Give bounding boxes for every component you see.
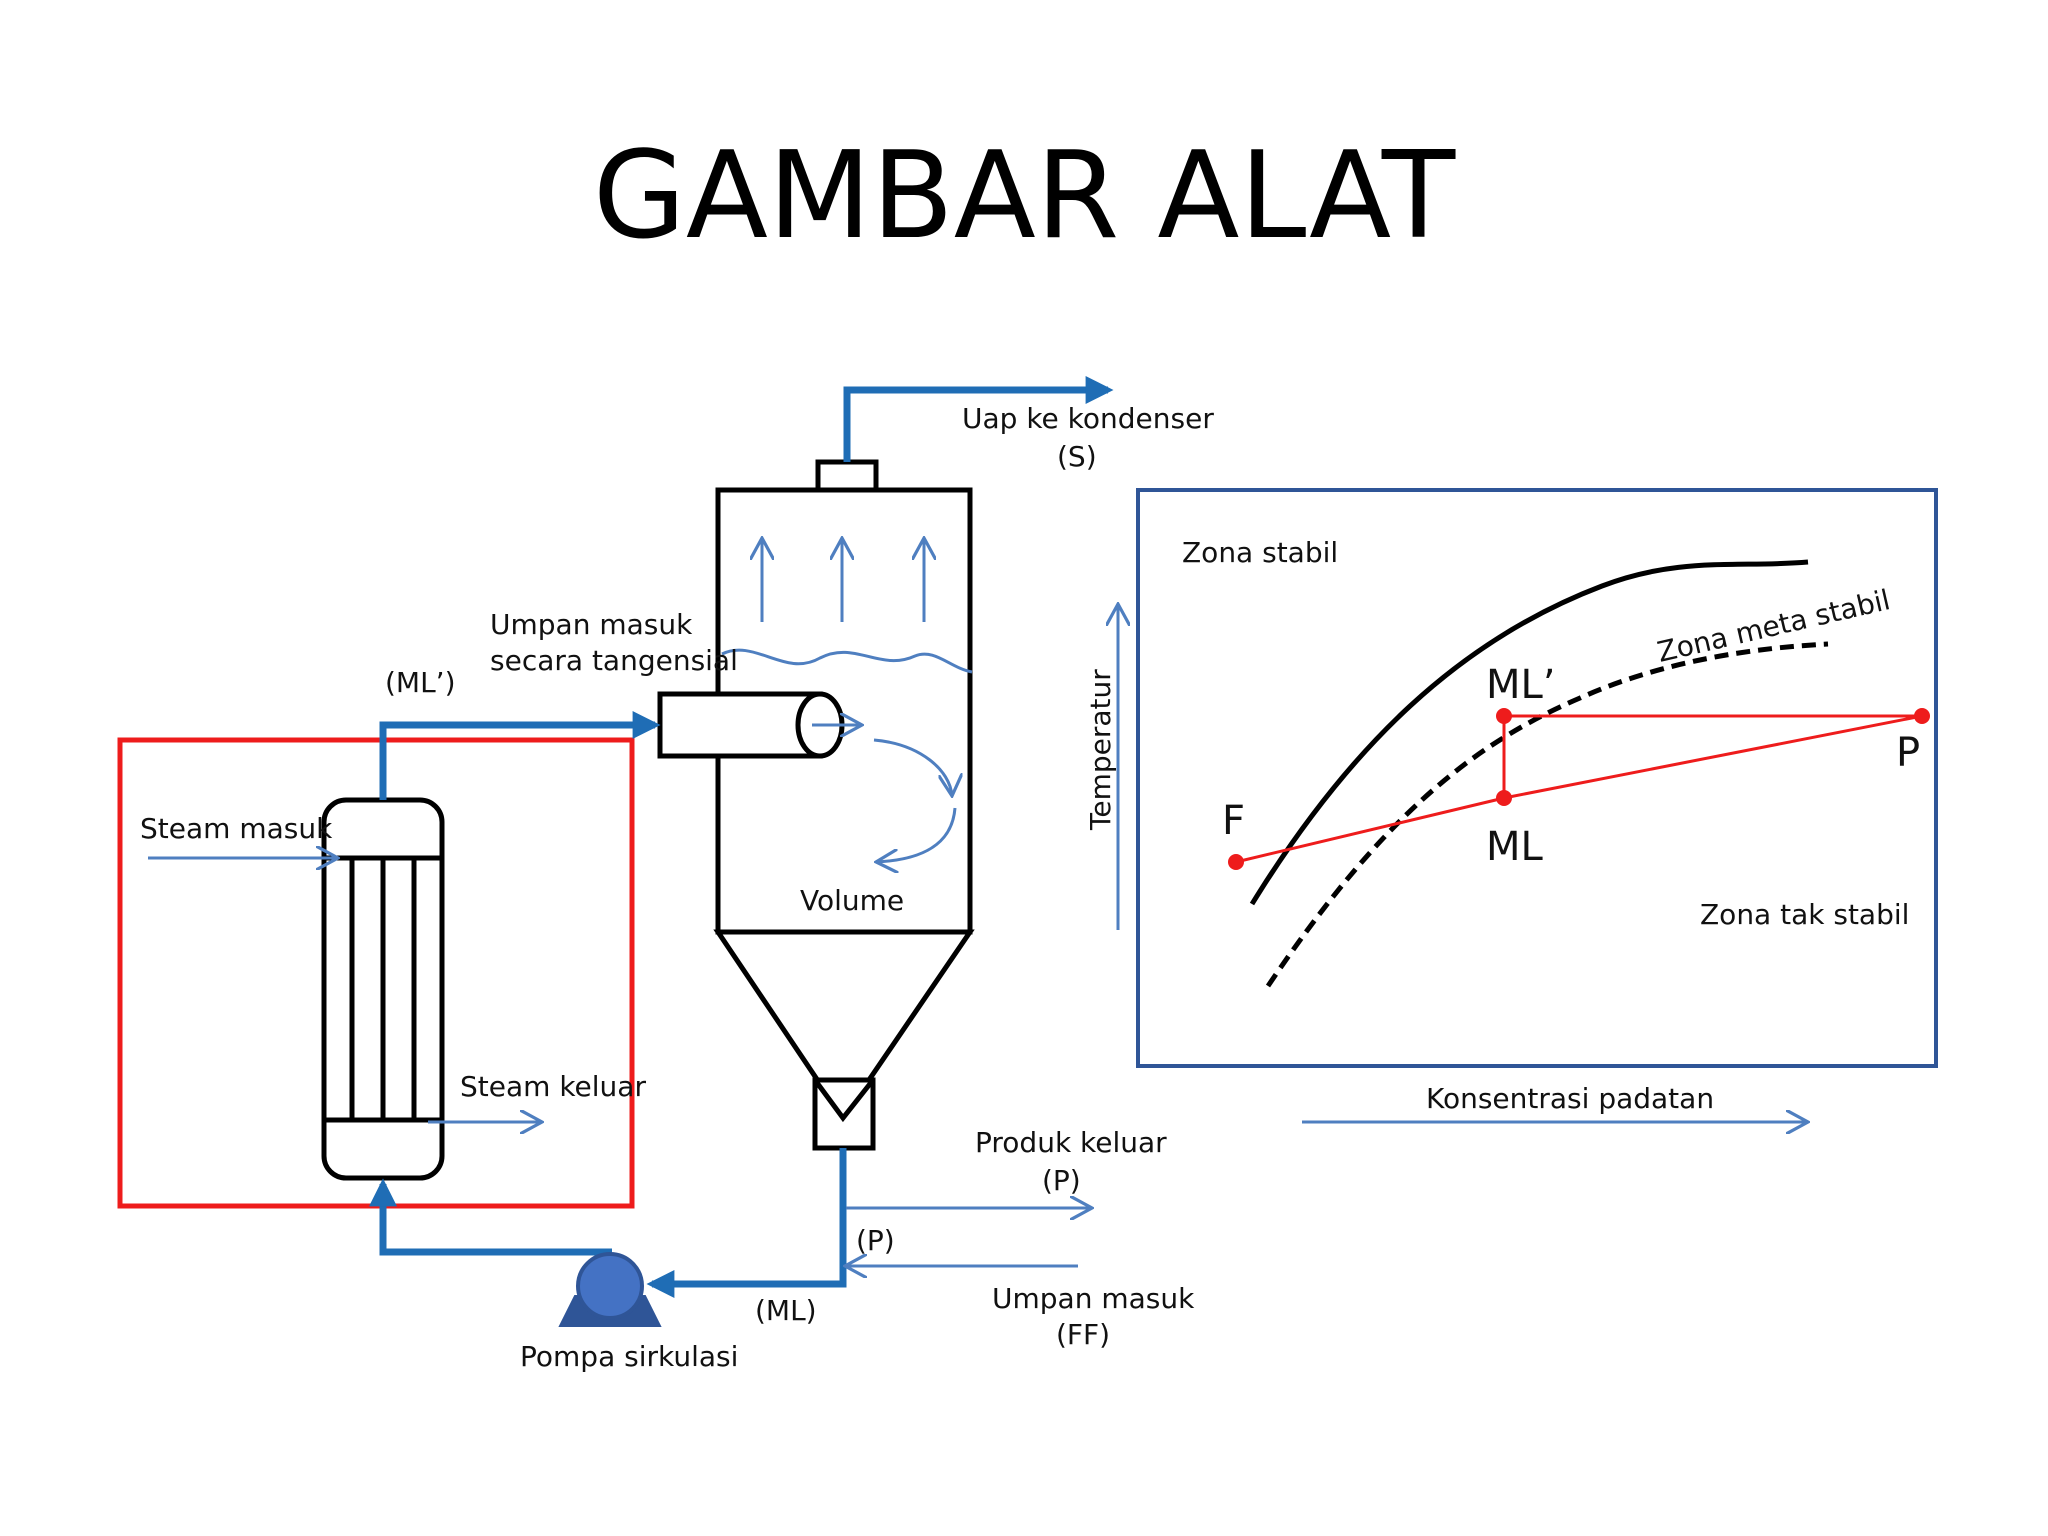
point-ml-prime-label: ML’ xyxy=(1486,662,1556,708)
operating-line-f-ml xyxy=(1235,796,1505,864)
ml-stream-label: (ML) xyxy=(755,1294,817,1327)
feed-inlet-label: Umpan masuk xyxy=(992,1282,1195,1315)
liquid-surface xyxy=(721,648,973,674)
x-axis-label: Konsentrasi padatan xyxy=(1426,1082,1714,1115)
stable-zone-label: Zona stabil xyxy=(1182,536,1338,569)
tangential-feed-label-1: Umpan masuk xyxy=(490,608,693,641)
y-axis-label: Temperatur xyxy=(1084,669,1117,831)
point-p-marker xyxy=(1914,708,1930,724)
evaporator-vessel xyxy=(657,459,975,1151)
volume-label: Volume xyxy=(800,884,904,917)
ml-prime-stream-label: (ML’) xyxy=(385,666,456,699)
point-ml-prime-marker xyxy=(1496,708,1512,724)
p-stream-label-2: (P) xyxy=(856,1224,895,1257)
circulation-swirl-bottom xyxy=(876,807,957,862)
vapor-to-condenser-label: Uap ke kondenser xyxy=(962,402,1214,435)
steam-inlet-label: Steam masuk xyxy=(140,812,333,845)
tangential-feed-label-2: secara tangensial xyxy=(490,644,738,677)
vapor-outlet-pipe xyxy=(843,376,1114,462)
bottom-outlet-pipe xyxy=(646,1148,847,1298)
point-f-label: F xyxy=(1222,798,1245,844)
ml-prime-pipe xyxy=(379,711,661,800)
circulation-pump xyxy=(558,1252,662,1327)
page-title: GAMBAR ALAT xyxy=(593,127,1456,266)
unstable-zone-label: Zona tak stabil xyxy=(1700,898,1909,931)
phase-diagram-frame xyxy=(1136,488,1938,1068)
s-stream-label: (S) xyxy=(1057,440,1097,473)
product-outlet-label: Produk keluar xyxy=(975,1126,1167,1159)
point-f-marker xyxy=(1228,854,1244,870)
pump-label: Pompa sirkulasi xyxy=(520,1340,738,1373)
supersolubility-curve xyxy=(1265,641,1829,988)
point-p-label: P xyxy=(1896,730,1920,776)
circulation-swirl-top xyxy=(873,738,952,796)
p-stream-label-1: (P) xyxy=(1042,1164,1081,1197)
ff-stream-label: (FF) xyxy=(1056,1318,1110,1351)
return-pipe xyxy=(369,1178,612,1256)
steam-outlet-label: Steam keluar xyxy=(460,1070,646,1103)
heat-exchanger xyxy=(321,797,445,1181)
point-ml-label: ML xyxy=(1486,824,1544,870)
solubility-curve xyxy=(1249,559,1809,906)
point-ml-marker xyxy=(1496,790,1512,806)
operating-line-ml-p xyxy=(1503,714,1923,800)
